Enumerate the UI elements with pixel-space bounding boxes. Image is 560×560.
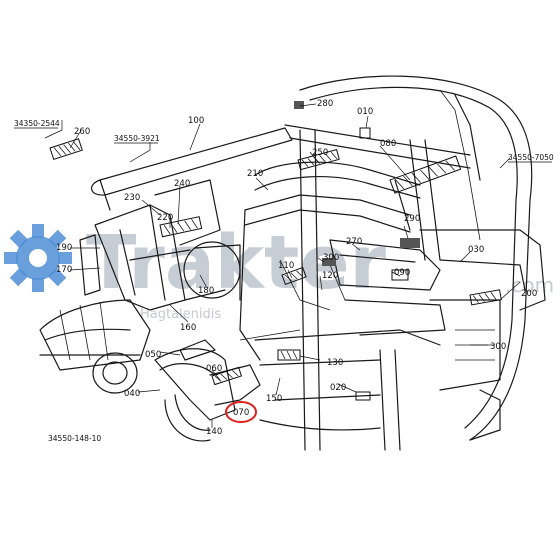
part-label[interactable]: 290: [404, 214, 420, 224]
part-label[interactable]: 100: [188, 116, 204, 126]
part-label[interactable]: 240: [174, 179, 190, 189]
part-label[interactable]: 110: [278, 261, 294, 271]
part-240-icon: [159, 216, 203, 238]
watermark: Trakter .com Hagtalenidis: [4, 220, 554, 322]
part-label[interactable]: 070: [233, 408, 249, 418]
part-label[interactable]: 260: [74, 127, 90, 137]
part-label[interactable]: 300: [323, 253, 339, 263]
footer-code: 34550-148-10: [48, 434, 101, 443]
part-label[interactable]: 060: [206, 364, 222, 374]
watermark-brand: Trakter: [86, 220, 387, 306]
part-label[interactable]: 020: [330, 383, 346, 393]
part-label[interactable]: 250: [312, 148, 328, 158]
part-200-icon: [469, 289, 502, 306]
part-label[interactable]: 040: [124, 389, 140, 399]
ref-code[interactable]: 34350-2544: [14, 119, 60, 128]
reference-codes: 34350-2544 34550-3921 34550-7050: [14, 119, 554, 163]
part-260-icon: [49, 138, 83, 161]
part-280-icon: [294, 101, 304, 109]
part-label[interactable]: 120: [322, 271, 338, 281]
part-label[interactable]: 170: [56, 265, 72, 275]
gear-icon: [4, 224, 72, 292]
part-label[interactable]: 190: [56, 243, 72, 253]
part-label[interactable]: 030: [468, 245, 484, 255]
part-label[interactable]: 160: [180, 323, 196, 333]
part-label[interactable]: 050: [145, 350, 161, 360]
part-010-icon: [359, 127, 371, 139]
part-090-icon: [391, 269, 409, 281]
part-label[interactable]: 230: [124, 193, 140, 203]
cab-frame-drawing: [39, 75, 546, 451]
part-label[interactable]: 200: [521, 289, 537, 299]
part-label[interactable]: 220: [157, 213, 173, 223]
part-label[interactable]: 280: [317, 99, 333, 109]
part-label[interactable]: 150: [266, 394, 282, 404]
part-label[interactable]: 140: [206, 427, 222, 437]
part-300-icon: [322, 258, 336, 266]
leader-lines: [44, 103, 521, 428]
part-label[interactable]: 180: [198, 286, 214, 296]
part-label[interactable]: 010: [357, 107, 373, 117]
part-label[interactable]: 090: [394, 268, 410, 278]
part-110-icon: [281, 266, 307, 286]
highlight-ring: [225, 401, 257, 423]
part-label[interactable]: 130: [327, 358, 343, 368]
watermark-tagline: Hagtalenidis: [140, 307, 221, 322]
part-070-icon: [211, 366, 243, 386]
part-labels: 260 100 280 010 250 080 210 240 230 220 …: [56, 99, 537, 437]
part-label[interactable]: 300: [490, 342, 506, 352]
part-label[interactable]: 270: [346, 237, 362, 247]
part-290-icon: [400, 238, 420, 248]
part-130-icon: [277, 349, 301, 361]
hatched-parts: [49, 101, 502, 401]
part-020-icon: [355, 391, 371, 401]
part-label[interactable]: 080: [380, 139, 396, 149]
part-080-icon: [389, 155, 462, 194]
part-label[interactable]: 210: [247, 169, 263, 179]
ref-code[interactable]: 34550-3921: [114, 134, 160, 143]
ref-code[interactable]: 34550-7050: [508, 153, 554, 162]
